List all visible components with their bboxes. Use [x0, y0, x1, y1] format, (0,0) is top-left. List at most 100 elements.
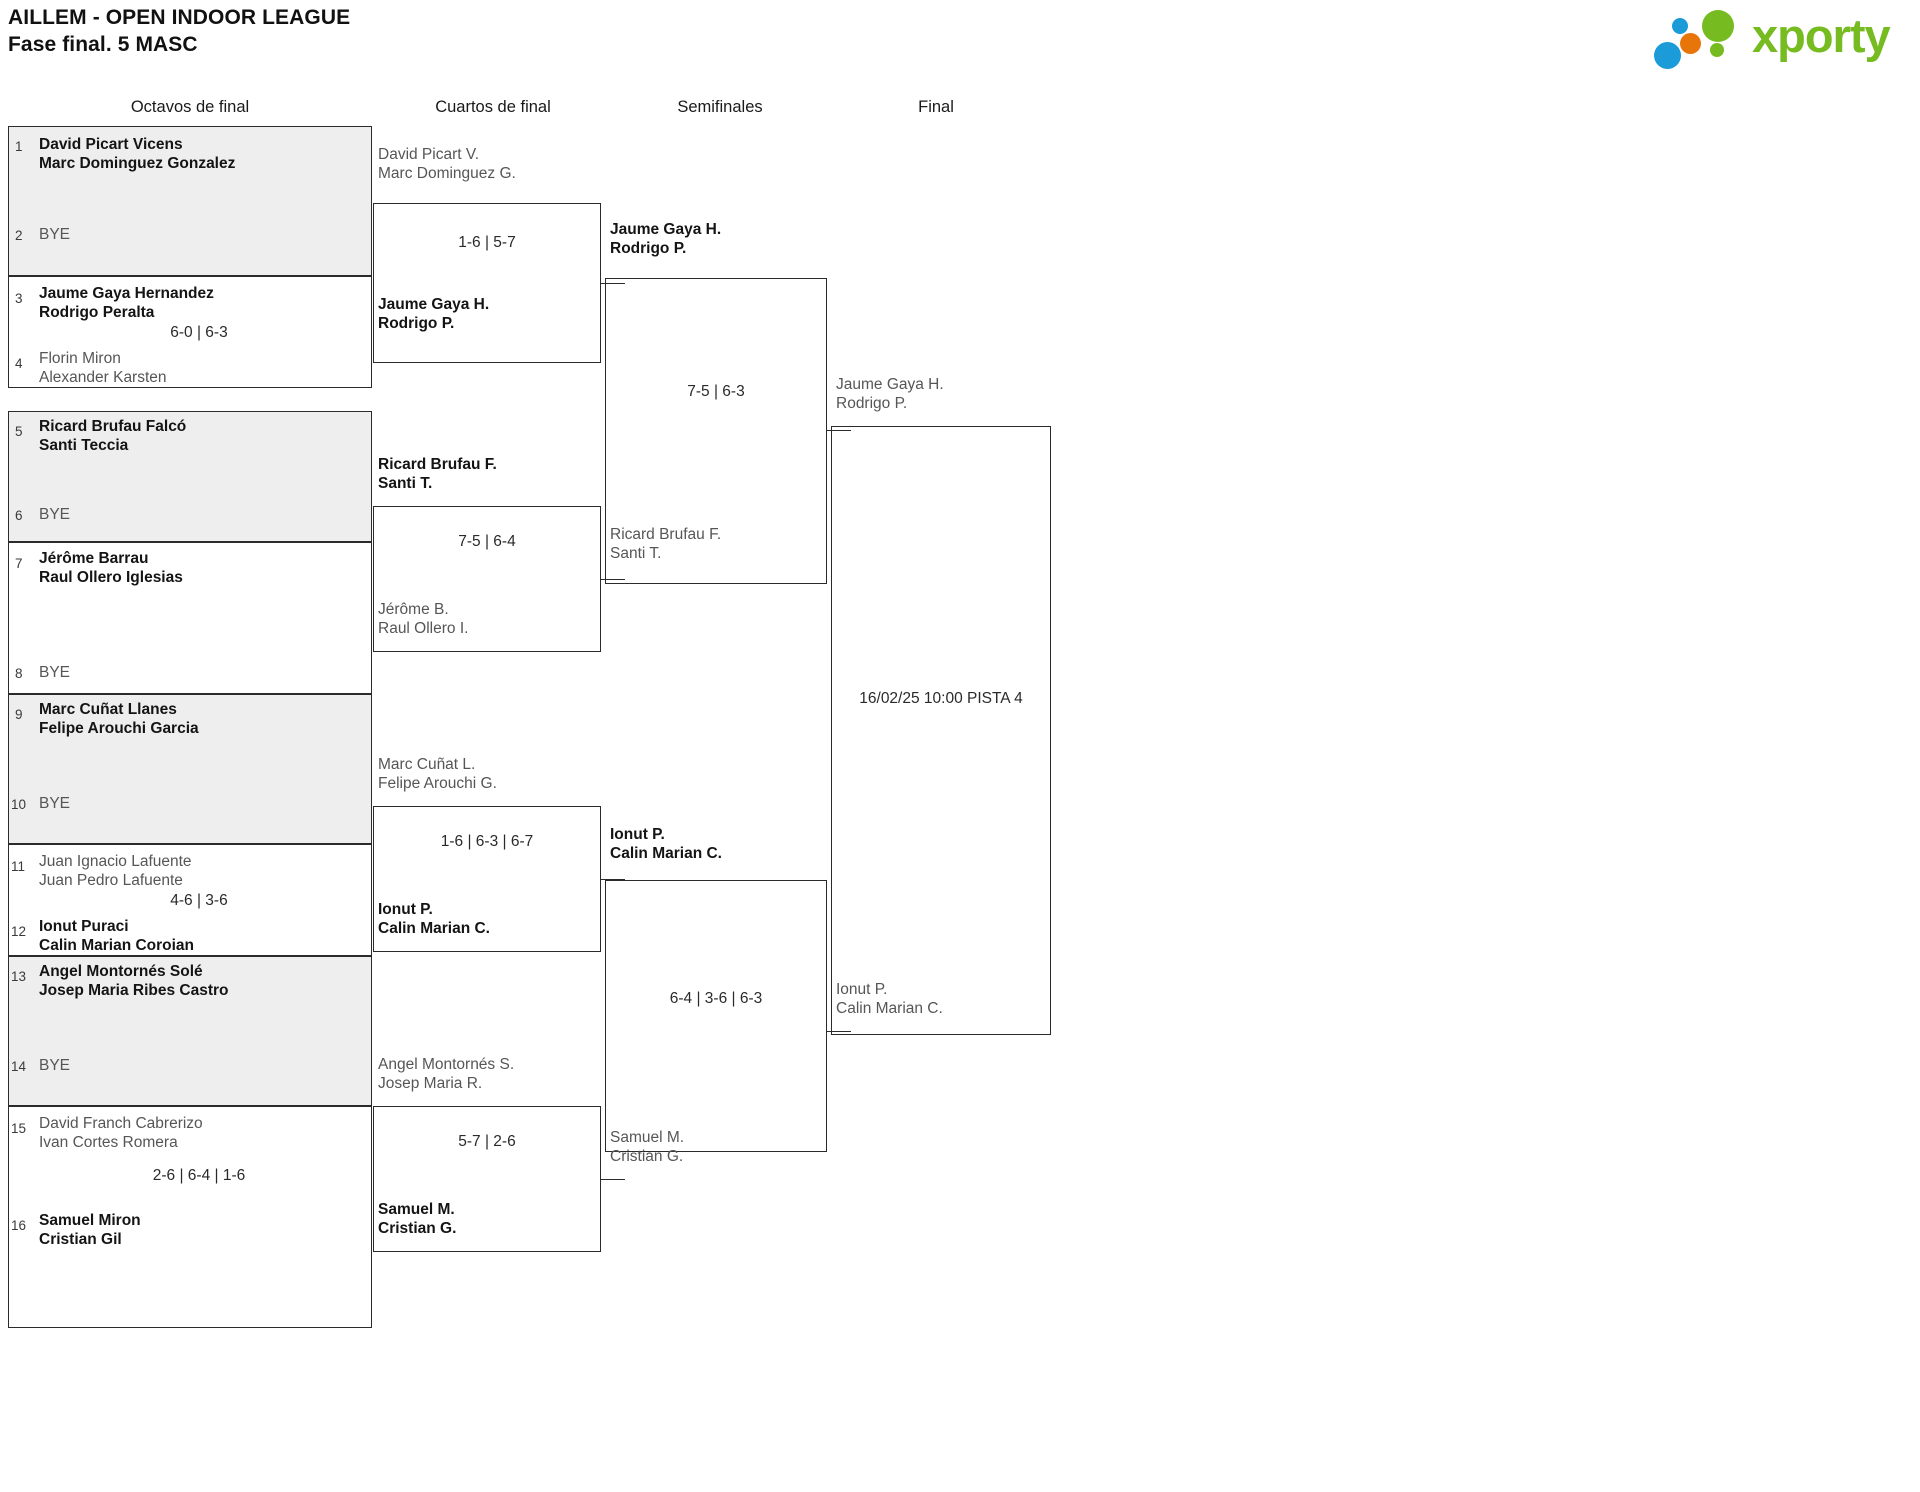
player-line-1: Ionut P.	[610, 826, 665, 843]
player-line-2: Marc Dominguez G.	[378, 165, 516, 182]
qf-1-top-entrant: David Picart V. Marc Dominguez G.	[378, 145, 516, 183]
qf-1-connector	[601, 283, 625, 284]
qf-4-bottom-entrant: Samuel M. Cristian G.	[378, 1200, 456, 1238]
qf-3-bottom-entrant: Ionut P. Calin Marian C.	[378, 900, 490, 938]
logo-dot-orange	[1680, 33, 1701, 54]
qf-match-2[interactable]	[373, 506, 601, 652]
player-line-1: Ionut Puraci	[39, 918, 129, 935]
player-line-2: Cristian G.	[378, 1220, 457, 1237]
final-schedule: 16/02/25 10:00 PISTA 4	[859, 690, 1023, 707]
final-match[interactable]	[831, 426, 1051, 1035]
player-names: Juan Ignacio Lafuente Juan Pedro Lafuent…	[39, 852, 192, 890]
r16-match-6[interactable]: 11 Juan Ignacio Lafuente Juan Pedro Lafu…	[8, 844, 372, 956]
sf-match-2[interactable]	[605, 880, 827, 1152]
seed-number: 15	[11, 1121, 27, 1136]
qf-match-3[interactable]	[373, 806, 601, 952]
player-line-2: Calin Marian C.	[610, 845, 722, 862]
seed-number: 5	[15, 424, 23, 439]
logo-dot-blue-small	[1672, 18, 1688, 34]
r16-match-3-body[interactable]: 5 Ricard Brufau Falcó Santi Teccia 6 BYE	[8, 411, 372, 542]
r16-match-7[interactable]: 13 Angel Montornés Solé Josep Maria Ribe…	[8, 956, 372, 1106]
final-bottom-entrant: Ionut P. Calin Marian C.	[836, 980, 943, 1018]
player-names: Jaume Gaya Hernandez Rodrigo Peralta	[39, 284, 214, 322]
match-score: 2-6 | 6-4 | 1-6	[152, 1167, 246, 1184]
player-line-1: David Franch Cabrerizo	[39, 1115, 203, 1132]
player-line-2: Rodrigo P.	[836, 395, 908, 412]
player-line-1: Samuel M.	[610, 1129, 685, 1146]
seed-number: 9	[15, 707, 23, 722]
player-line-2: Cristian G.	[610, 1148, 684, 1165]
player-names: Angel Montornés Solé Josep Maria Ribes C…	[39, 962, 229, 1000]
logo-dot-blue-large	[1654, 42, 1681, 69]
player-names: Ionut Puraci Calin Marian Coroian	[39, 917, 194, 955]
bye-label: BYE	[39, 664, 71, 681]
qf-4-top-entrant: Angel Montornés S. Josep Maria R.	[378, 1055, 514, 1093]
player-line-2: Raul Ollero I.	[378, 620, 469, 637]
player-line-1: Jaume Gaya Hernandez	[39, 285, 214, 302]
header-title-block: AILLEM - OPEN INDOOR LEAGUE Fase final. …	[8, 4, 350, 58]
bye-label: BYE	[39, 506, 71, 523]
qf-match-1[interactable]	[373, 203, 601, 363]
player-line-2: Josep Maria R.	[378, 1075, 483, 1092]
player-names: David Picart Vicens Marc Dominguez Gonza…	[39, 135, 235, 173]
player-line-2: Cristian Gil	[39, 1231, 122, 1248]
r16-match-4[interactable]: 7 Jérôme Barrau Raul Ollero Iglesias 8 B…	[8, 542, 372, 694]
page-title: AILLEM - OPEN INDOOR LEAGUE	[8, 6, 351, 29]
sf-1-connector	[827, 430, 851, 431]
player-line-1: Ionut P.	[378, 901, 433, 918]
match-score: 7-5 | 6-4	[458, 533, 516, 550]
seed-number: 10	[11, 797, 27, 812]
bye-label: BYE	[39, 1057, 71, 1074]
player-line-1: Juan Ignacio Lafuente	[39, 853, 192, 870]
player-line-1: Jérôme Barrau	[39, 550, 149, 567]
player-names: David Franch Cabrerizo Ivan Cortes Romer…	[39, 1114, 203, 1152]
player-line-1: Ricard Brufau F.	[610, 526, 722, 543]
qf-3-top-entrant: Marc Cuñat L. Felipe Arouchi G.	[378, 755, 497, 793]
xporty-logo[interactable]: xporty	[1654, 6, 1910, 69]
final-top-entrant: Jaume Gaya H. Rodrigo P.	[836, 375, 944, 413]
qf-match-4[interactable]	[373, 1106, 601, 1252]
qf-3-connector	[601, 879, 625, 880]
sf-match-1[interactable]	[605, 278, 827, 584]
player-line-1: Ricard Brufau F.	[378, 456, 497, 473]
player-line-2: Felipe Arouchi G.	[378, 775, 497, 792]
sf-2-top-entrant: Ionut P. Calin Marian C.	[610, 825, 722, 863]
seed-number: 4	[15, 356, 23, 371]
round-header-final: Final	[918, 98, 954, 116]
seed-number: 6	[15, 508, 23, 523]
r16-match-1[interactable]: 1 David Picart Vicens Marc Dominguez Gon…	[8, 126, 372, 276]
player-line-2: Josep Maria Ribes Castro	[39, 982, 229, 999]
player-line-1: David Picart V.	[378, 146, 480, 163]
qf-2-connector	[601, 579, 625, 580]
r16-match-2[interactable]: 3 Jaume Gaya Hernandez Rodrigo Peralta 4…	[8, 276, 372, 388]
player-line-1: Samuel M.	[378, 1201, 455, 1218]
r16-match-5[interactable]: 9 Marc Cuñat Llanes Felipe Arouchi Garci…	[8, 694, 372, 844]
sf-2-connector	[827, 1031, 851, 1032]
player-line-2: Marc Dominguez Gonzalez	[39, 155, 236, 172]
r16-match-8[interactable]: 15 David Franch Cabrerizo Ivan Cortes Ro…	[8, 1106, 372, 1328]
sf-1-top-entrant: Jaume Gaya H. Rodrigo P.	[610, 220, 721, 258]
player-line-1: Marc Cuñat Llanes	[39, 701, 177, 718]
round-header-cuartos: Cuartos de final	[435, 98, 551, 116]
player-line-1: Jaume Gaya H.	[610, 221, 722, 238]
player-line-2: Juan Pedro Lafuente	[39, 872, 183, 889]
seed-number: 13	[11, 969, 27, 984]
bye-label: BYE	[39, 795, 71, 812]
player-line-2: Santi Teccia	[39, 437, 129, 454]
player-line-1: Samuel Miron	[39, 1212, 141, 1229]
logo-dot-green-large	[1702, 10, 1734, 42]
player-line-2: Ivan Cortes Romera	[39, 1134, 178, 1151]
match-score: 1-6 | 6-3 | 6-7	[440, 833, 534, 850]
player-names: Florin Miron Alexander Karsten	[39, 349, 167, 387]
player-line-2: Rodrigo P.	[378, 315, 455, 332]
seed-number: 12	[11, 924, 27, 939]
qf-1-bottom-entrant: Jaume Gaya H. Rodrigo P.	[378, 295, 489, 333]
player-line-1: David Picart Vicens	[39, 136, 183, 153]
player-line-2: Calin Marian C.	[378, 920, 490, 937]
round-header-octavos: Octavos de final	[130, 98, 250, 116]
match-score: 1-6 | 5-7	[458, 234, 516, 251]
seed-number: 7	[15, 556, 23, 571]
player-line-2: Alexander Karsten	[39, 369, 167, 386]
player-line-1: Florin Miron	[39, 350, 121, 367]
player-names: Ricard Brufau Falcó Santi Teccia	[39, 417, 186, 455]
